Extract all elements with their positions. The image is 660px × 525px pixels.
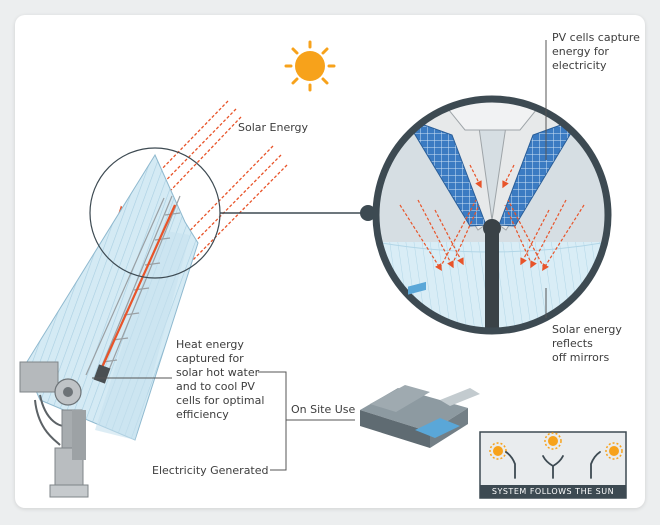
heat-line4: and to cool PV [176,380,255,393]
reflect-line1: Solar energy [552,323,622,336]
callout-lines [92,40,547,471]
heat-line1: Heat energy [176,338,244,351]
sun-icon [489,442,507,460]
electricity-generated-label: Electricity Generated [152,464,269,477]
sun-icon [284,40,336,92]
reflect-callout: Solar energy reflects off mirrors [552,323,622,365]
pv-cells-line1: PV cells capture [552,31,640,44]
heat-line6: efficiency [176,408,229,421]
sun-icon [605,442,623,460]
detail-circle-large [372,95,612,335]
heat-line3: solar hot water [176,366,260,379]
system-follows-sun-caption: SYSTEM FOLLOWS THE SUN [491,487,615,496]
heat-line5: cells for optimal [176,394,265,407]
pv-cells-line2: energy for [552,45,609,58]
pv-cells-line3: electricity [552,59,607,72]
heat-energy-callout: Heat energy captured for solar hot water… [176,338,264,422]
solar-energy-label: Solar Energy [238,121,309,134]
heat-line2: captured for [176,352,244,365]
system-follows-sun-panel [479,431,627,499]
connector-dot [360,205,376,221]
on-site-use-label: On Site Use [291,403,356,416]
solar-collector [19,153,199,498]
sun-icon [544,432,562,450]
reflect-line2: reflects [552,337,593,350]
building-icon [360,281,480,448]
pv-cells-callout: PV cells capture energy for electricity [552,31,640,73]
reflect-line3: off mirrors [552,351,610,364]
